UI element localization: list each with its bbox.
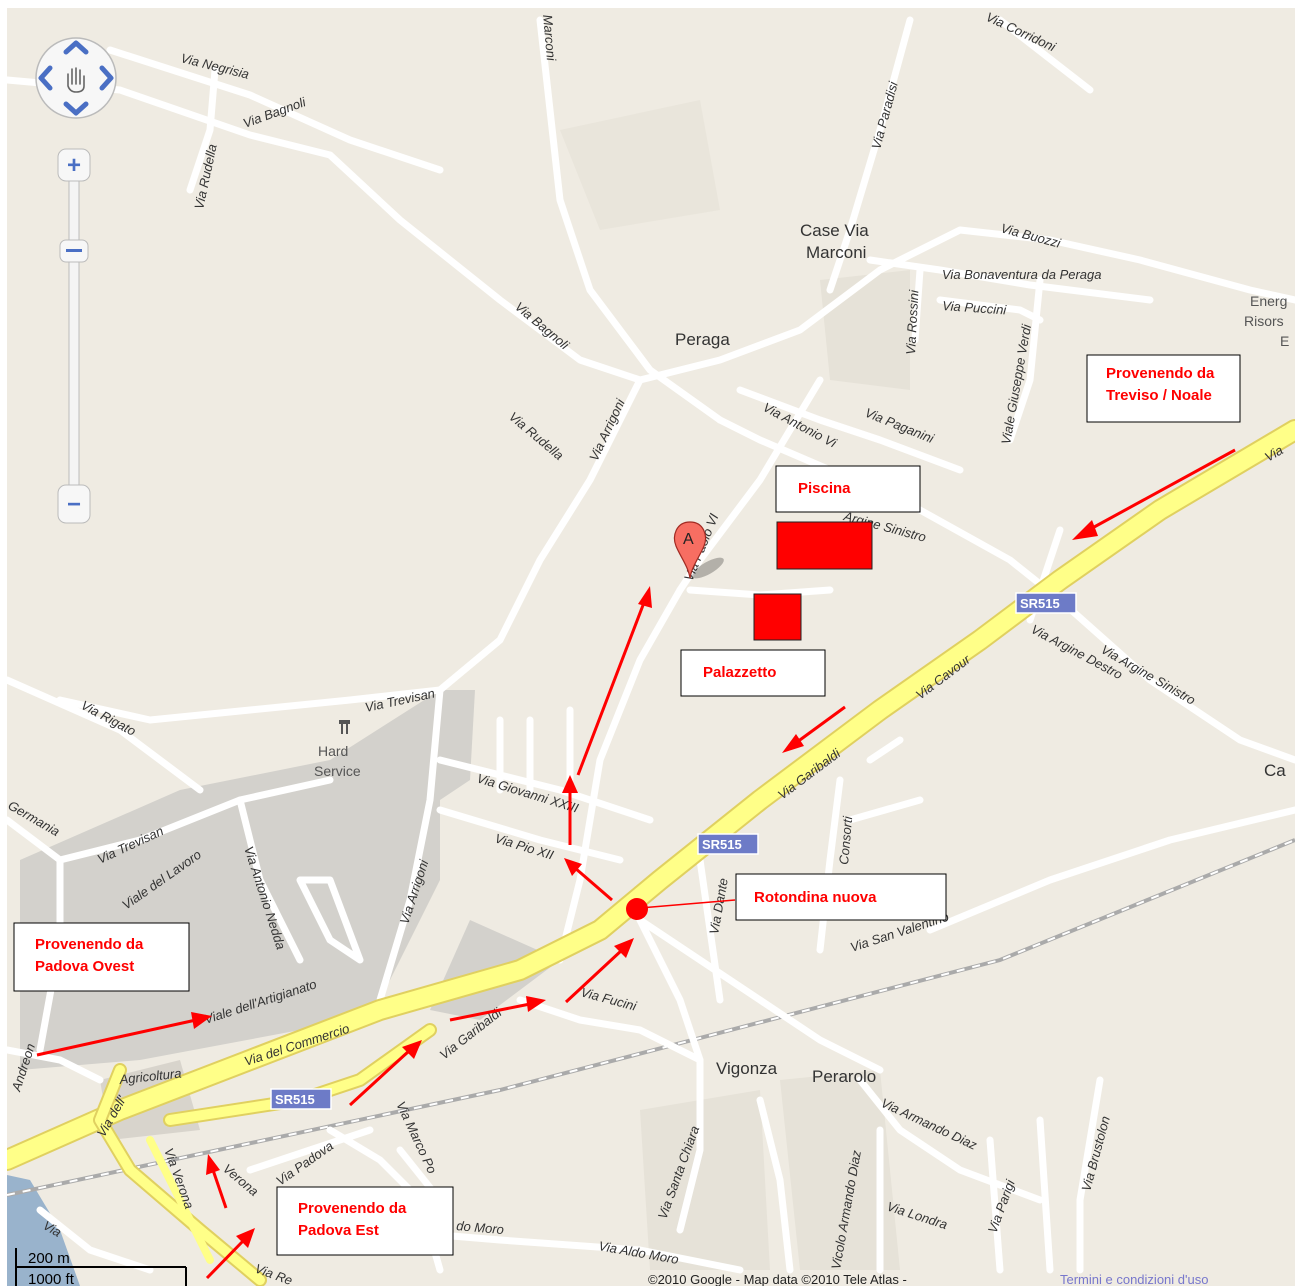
piscina-marker <box>776 521 873 570</box>
rotondina-dot <box>626 898 648 920</box>
svg-text:1000 ft: 1000 ft <box>28 1271 75 1286</box>
arrow-up-1 <box>562 775 578 845</box>
annotation-box-ovest: Provenendo da Padova Ovest <box>13 922 190 992</box>
svg-text:Marconi: Marconi <box>540 14 559 62</box>
map-base-layer: Case Via Marconi Peraga Vigonza Perarolo… <box>7 9 1295 1286</box>
svg-text:Treviso / Noale: Treviso / Noale <box>1106 387 1212 404</box>
svg-text:A: A <box>683 531 694 548</box>
arrow-cavour <box>782 705 846 753</box>
arrow-treviso <box>1072 448 1236 540</box>
place-labels: Case Via Marconi Peraga Vigonza Perarolo… <box>314 221 1289 1086</box>
svg-text:Energ: Energ <box>1250 293 1287 309</box>
arrow-est-3 <box>205 1228 255 1280</box>
svg-text:do Moro: do Moro <box>456 1218 505 1237</box>
railway <box>7 838 1295 1197</box>
svg-text:Piscina: Piscina <box>798 480 851 497</box>
pan-control[interactable] <box>34 36 118 120</box>
svg-text:SR515: SR515 <box>275 1092 315 1107</box>
svg-text:Palazzetto: Palazzetto <box>703 664 776 681</box>
pan-hand-icon <box>67 67 85 93</box>
svg-text:Via Bagnoli: Via Bagnoli <box>241 94 309 131</box>
svg-text:Provenendo da: Provenendo da <box>35 936 144 953</box>
svg-text:Via Bagnoli: Via Bagnoli <box>512 299 573 353</box>
arrow-est-2 <box>206 1154 228 1209</box>
water-area <box>7 1175 80 1286</box>
svg-text:Via Corridoni: Via Corridoni <box>984 9 1059 55</box>
pan-left-icon[interactable] <box>38 65 53 91</box>
svg-text:Via Padova: Via Padova <box>273 1138 336 1188</box>
sr515-shield-3: SR515 <box>270 1088 332 1110</box>
svg-text:Agricoltura: Agricoltura <box>118 1066 182 1088</box>
pan-up-icon[interactable] <box>63 40 89 55</box>
svg-text:Via Bonaventura da Peraga: Via Bonaventura da Peraga <box>942 267 1102 282</box>
svg-text:Vigonza: Vigonza <box>716 1059 778 1078</box>
sr515-shields: SR515 SR515 SR515 <box>270 592 1077 1110</box>
svg-text:Peraga: Peraga <box>675 330 730 349</box>
annotation-box-treviso: Provenendo da Treviso / Noale <box>1086 354 1241 423</box>
arrow-ovest <box>36 1012 212 1057</box>
svg-text:Germania: Germania <box>7 798 62 840</box>
zoom-slider-handle[interactable] <box>59 239 89 263</box>
pan-down-icon[interactable] <box>63 101 89 116</box>
arrow-up-2 <box>564 858 613 902</box>
svg-text:Via Parigi: Via Parigi <box>985 1177 1018 1235</box>
sr515-shield-2: SR515 <box>697 833 759 855</box>
svg-text:Via Paradisi: Via Paradisi <box>868 79 901 151</box>
location-pin-a[interactable]: A <box>673 521 727 582</box>
annotation-box-palazzetto: Palazzetto <box>680 649 826 697</box>
svg-text:+: + <box>67 152 81 179</box>
svg-text:Via Brustolon: Via Brustolon <box>1078 1114 1112 1192</box>
svg-text:Via Rudella: Via Rudella <box>506 409 566 463</box>
svg-text:200 m: 200 m <box>28 1250 70 1267</box>
svg-text:Provenendo da: Provenendo da <box>298 1200 407 1217</box>
svg-text:Hard: Hard <box>318 743 348 759</box>
svg-text:Via Marco Po: Via Marco Po <box>393 1099 439 1176</box>
annotation-box-est: Provenendo da Padova Est <box>276 1186 454 1256</box>
svg-text:Provenendo da: Provenendo da <box>1106 365 1215 382</box>
terms-link[interactable]: Termini e condizioni d'uso <box>1060 1272 1208 1286</box>
annotation-arrows <box>36 448 1236 1280</box>
svg-text:Via Rossini: Via Rossini <box>903 289 921 356</box>
zoom-control[interactable]: + − <box>57 148 91 528</box>
annotation-box-piscina: Piscina <box>775 465 921 513</box>
minor-roads <box>7 16 1295 1274</box>
svg-text:Case Via: Case Via <box>800 221 869 240</box>
pan-right-icon[interactable] <box>99 65 114 91</box>
svg-text:SR515: SR515 <box>1020 596 1060 611</box>
svg-text:©2010 Google - Map data ©2010: ©2010 Google - Map data ©2010 Tele Atlas… <box>648 1272 907 1286</box>
svg-text:Service: Service <box>314 763 361 779</box>
copyright-bar: ©2010 Google - Map data ©2010 Tele Atlas… <box>648 1272 1208 1286</box>
palazzetto-marker <box>753 593 802 641</box>
arrow-paolo <box>576 586 652 776</box>
annotation-box-rotondina: Rotondina nuova <box>735 873 947 921</box>
svg-text:Perarolo: Perarolo <box>812 1067 876 1086</box>
rotonda-pointer-line <box>639 899 736 909</box>
arrow-garibaldi <box>449 996 546 1022</box>
svg-text:Consorti: Consorti <box>836 815 855 866</box>
svg-text:Padova Est: Padova Est <box>298 1222 379 1239</box>
svg-text:Marconi: Marconi <box>806 243 866 262</box>
zoom-out-button[interactable]: − <box>57 484 91 524</box>
svg-text:Ca: Ca <box>1264 761 1286 780</box>
scale-bar: 200 m 1000 ft <box>15 1248 187 1286</box>
arrow-est-1 <box>348 1040 422 1107</box>
svg-text:E: E <box>1280 333 1289 349</box>
svg-text:Risors: Risors <box>1244 313 1284 329</box>
svg-text:Via Buozzi: Via Buozzi <box>999 220 1063 251</box>
restaurant-icon <box>339 720 350 734</box>
arrow-rotonda <box>564 938 634 1004</box>
svg-text:Via Puccini: Via Puccini <box>942 298 1008 318</box>
svg-text:SR515: SR515 <box>702 837 742 852</box>
svg-text:Via Fucini: Via Fucini <box>579 984 639 1013</box>
svg-text:−: − <box>67 491 81 518</box>
zoom-in-button[interactable]: + <box>57 148 91 182</box>
map-canvas[interactable]: Case Via Marconi Peraga Vigonza Perarolo… <box>7 8 1295 1286</box>
svg-text:Rotondina nuova: Rotondina nuova <box>754 889 877 906</box>
sr515-shield-1: SR515 <box>1015 592 1077 614</box>
svg-text:Padova Ovest: Padova Ovest <box>35 958 134 975</box>
